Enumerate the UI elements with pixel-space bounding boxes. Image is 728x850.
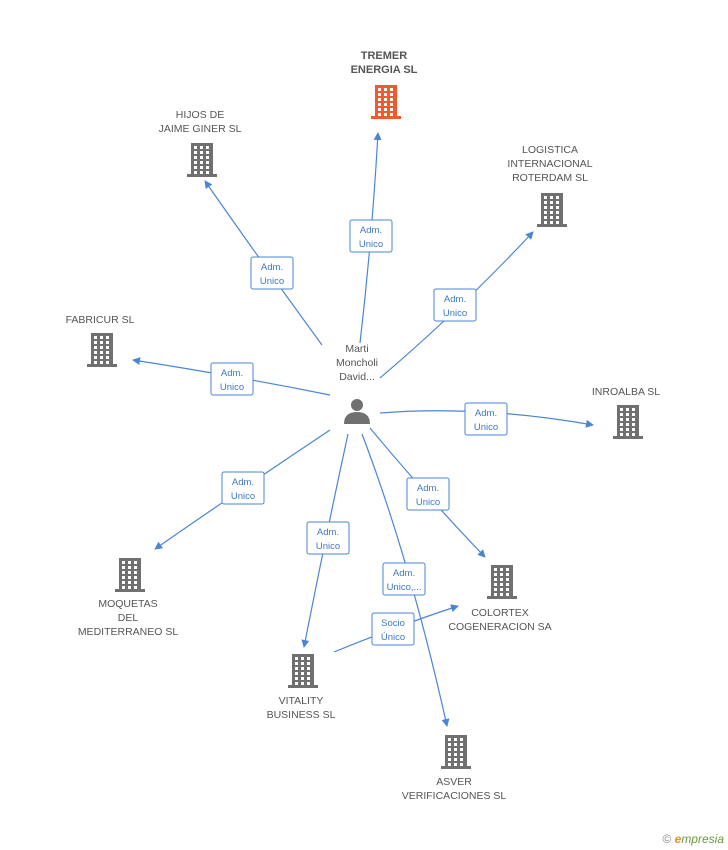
relation-tag-vitality[interactable]: Adm. Unico — [306, 521, 350, 555]
relation-tag-moquetas-text: Adm. — [232, 477, 254, 488]
relation-tag-asver-text: Adm. — [393, 568, 415, 579]
person-name-label-line: David... — [339, 371, 375, 383]
company-label-hijos-line: JAIME GINER SL — [159, 123, 242, 135]
building-icon-fabricur[interactable] — [87, 333, 117, 367]
relation-tag-asver[interactable]: Adm. Unico,... — [382, 562, 426, 596]
brand-initial: e — [674, 832, 682, 846]
building-icon-tremer[interactable] — [371, 85, 401, 119]
relation-tag-hijos-text: Unico — [260, 276, 284, 287]
relation-tag-tremer-text: Adm. — [360, 225, 382, 236]
company-label-colortex-line: COLORTEX — [471, 607, 529, 619]
company-label-moquetas-line: MOQUETAS — [98, 598, 157, 610]
building-icon-moquetas[interactable] — [115, 558, 145, 592]
relation-tag-colortex[interactable]: Adm. Unico — [406, 477, 450, 511]
relation-tag-hijos[interactable]: Adm. Unico — [250, 256, 294, 290]
relation-tag-fabricur[interactable]: Adm. Unico — [210, 362, 254, 396]
company-label-asver-line: VERIFICACIONES SL — [402, 790, 507, 802]
building-icon-colortex[interactable] — [487, 565, 517, 599]
company-label-hijos: HIJOS DE JAIME GINER SL — [159, 109, 242, 135]
company-label-asver: ASVER VERIFICACIONES SL — [402, 776, 507, 802]
relation-tag-vitality-text: Adm. — [317, 527, 339, 538]
focus-company-label-line: ENERGIA SL — [351, 64, 418, 76]
brand-name: mpresia — [681, 832, 724, 846]
company-label-moquetas: MOQUETAS DEL MEDITERRANEO SL — [78, 598, 179, 638]
company-label-moquetas-line: MEDITERRANEO SL — [78, 626, 179, 638]
company-label-asver-line: ASVER — [436, 776, 472, 788]
relation-tag-inroalba-text: Unico — [474, 422, 498, 433]
company-label-logistica-line: ROTERDAM SL — [512, 172, 588, 184]
copyright-symbol: © — [662, 832, 672, 846]
relation-tag-socio-text: Socio — [381, 618, 405, 629]
relation-tag-asver-text: Unico,... — [387, 582, 422, 593]
relation-tag-logistica-text: Adm. — [444, 294, 466, 305]
relation-tag-fabricur-text: Unico — [220, 382, 244, 393]
building-icon-vitality[interactable] — [288, 654, 318, 688]
focus-company-label-line: TREMER — [361, 50, 408, 62]
company-label-vitality: VITALITY BUSINESS SL — [267, 695, 336, 721]
company-label-fabricur: FABRICUR SL — [66, 314, 135, 326]
relation-tag-moquetas[interactable]: Adm. Unico — [221, 471, 265, 505]
person-name-label-line: Moncholi — [336, 357, 378, 369]
building-icon-inroalba[interactable] — [613, 405, 643, 439]
company-label-vitality-line: VITALITY — [279, 695, 324, 707]
company-label-hijos-line: HIJOS DE — [176, 109, 224, 121]
relation-tag-moquetas-text: Unico — [231, 491, 255, 502]
company-label-logistica-line: INTERNACIONAL — [507, 158, 592, 170]
company-label-colortex-line: COGENERACION SA — [448, 621, 551, 633]
relation-tag-vitality-text: Unico — [316, 541, 340, 552]
relation-tag-socio-text: Único — [381, 632, 405, 643]
person-icon[interactable] — [344, 399, 370, 424]
relation-tag-hijos-text: Adm. — [261, 262, 283, 273]
person-name-label-line: Marti — [345, 343, 368, 355]
company-label-moquetas-line: DEL — [118, 612, 139, 624]
relation-tag-tremer[interactable]: Adm. Unico — [349, 219, 393, 253]
company-label-vitality-line: BUSINESS SL — [267, 709, 336, 721]
relation-tag-inroalba[interactable]: Adm. Unico — [464, 402, 508, 436]
relation-tag-colortex-text: Unico — [416, 497, 440, 508]
footer-brand[interactable]: © empresia — [662, 832, 724, 846]
building-icon-hijos[interactable] — [187, 143, 217, 177]
relation-tag-colortex-text: Adm. — [417, 483, 439, 494]
relation-tag-logistica-text: Unico — [443, 308, 467, 319]
building-icon-logistica[interactable] — [537, 193, 567, 227]
company-label-logistica-line: LOGISTICA — [522, 144, 578, 156]
focus-company-label: TREMER ENERGIA SL — [351, 50, 418, 76]
company-label-inroalba: INROALBA SL — [592, 386, 660, 398]
relation-tag-inroalba-text: Adm. — [475, 408, 497, 419]
company-label-colortex: COLORTEX COGENERACION SA — [448, 607, 551, 633]
relation-tag-fabricur-text: Adm. — [221, 368, 243, 379]
relation-tag-logistica[interactable]: Adm. Unico — [433, 288, 477, 322]
building-icon-asver[interactable] — [441, 735, 471, 769]
company-label-fabricur-line: FABRICUR SL — [66, 314, 135, 326]
relation-tag-tremer-text: Unico — [359, 239, 383, 250]
company-label-inroalba-line: INROALBA SL — [592, 386, 660, 398]
company-label-logistica: LOGISTICA INTERNACIONAL ROTERDAM SL — [507, 144, 592, 184]
